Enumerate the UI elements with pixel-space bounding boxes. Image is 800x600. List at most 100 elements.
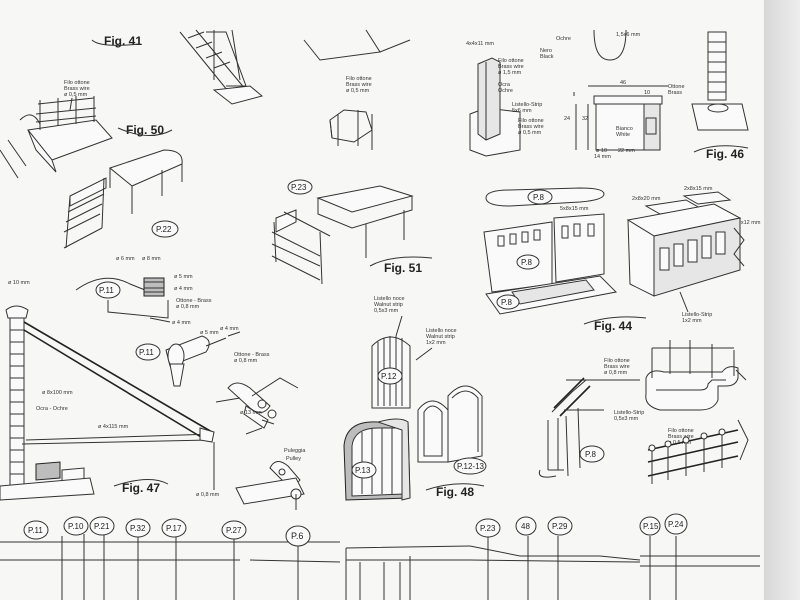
- fig46-ocra-1: Ocra: [498, 82, 511, 88]
- bottom-part-10-text: P.15: [643, 522, 659, 531]
- fig51-group: Filo ottone Brass wire ø 0,5 mm P.23 Fig…: [271, 29, 433, 285]
- bottom-parts-strip: P.11 P.10 P.21 P.32 P.17 P.27 P.6 P.23 4…: [0, 513, 760, 600]
- rail-strip-1: Listello-Strip: [614, 410, 644, 416]
- bottom-part-10: [639, 516, 661, 536]
- fig50-wire-2: Brass wire: [64, 86, 90, 92]
- fig47-dim-8: ø 8 mm: [142, 256, 161, 262]
- fig44-strip-1: Listello-Strip: [682, 312, 712, 318]
- callout-p22: [151, 220, 179, 238]
- bottom-part-4: [161, 518, 187, 538]
- fig46-strip-2: 5x6 mm: [512, 108, 532, 114]
- callout-p8-a: [527, 189, 553, 205]
- bottom-part-6-text: P.6: [291, 531, 303, 541]
- bottom-part-3: [125, 518, 151, 538]
- bottom-part-11: [664, 513, 688, 535]
- callout-p23: [287, 179, 313, 195]
- fig46-group: 4x4x11 mm Nero Black Ochre 1,5x6 mm Filo…: [466, 29, 749, 161]
- fig47-wheel: ø 13 mm: [240, 410, 262, 416]
- fig41-group: Fig. 41: [91, 29, 264, 105]
- fig48-group: Listello noce Walnut strip 0,5x3 mm List…: [343, 296, 487, 501]
- fig50-wire-1: Filo ottone: [64, 80, 90, 86]
- callout-p22-text: P.22: [156, 225, 172, 234]
- nero-1: Nero: [540, 48, 552, 54]
- callout-p12-text: P.12: [381, 372, 397, 381]
- page-edge: [764, 0, 800, 600]
- fig47-wire: ø 0,8 mm: [196, 492, 220, 498]
- fig44-dim-2: 2x8x20 mm: [632, 196, 661, 202]
- fig47-brass-1: Ottone - Brass: [176, 298, 212, 304]
- bottom-part-9-text: P.29: [552, 522, 568, 531]
- bottom-part-0: [23, 520, 49, 540]
- callout-p8-c: [496, 294, 520, 310]
- fig51-label: Fig. 51: [384, 261, 422, 275]
- fig46-dim-32: 32: [582, 116, 588, 122]
- bottom-part-7-text: P.23: [480, 524, 496, 533]
- fig50-wire-3: ø 0,5 mm: [64, 92, 88, 98]
- fig47-tube: ø 8x100 mm: [42, 390, 73, 396]
- fig48-strip2-1: Listello noce: [426, 328, 457, 334]
- fig46-white-1: Bianco: [616, 126, 633, 132]
- fig46-white-2: White: [616, 132, 630, 138]
- railing-group: Filo ottone Brass wire ø 0,8 mm P.8 List…: [538, 340, 749, 484]
- callout-p8-d-text: P.8: [585, 450, 597, 459]
- bottom-part-4-text: P.17: [166, 524, 182, 533]
- fig44-group: P.8 5x8x15 mm P.8 P.8 2x8x20 mm 2x8x15 m…: [483, 186, 761, 333]
- callout-p8-b: [516, 254, 540, 270]
- fig47-label: Fig. 47: [122, 481, 160, 495]
- callout-p11-b: [135, 343, 161, 361]
- fig48-strip1-1: Listello noce: [374, 296, 405, 302]
- rail-wire2-2: Brass wire: [668, 434, 694, 440]
- rail-wire2-1: Filo ottone: [668, 428, 694, 434]
- fig47-dim-4b: ø 4 mm: [172, 320, 191, 326]
- fig46-ocra-2: Ochre: [498, 88, 513, 94]
- fig47-dim-4a: ø 4 mm: [174, 286, 193, 292]
- fig46-dim-46: 46: [620, 80, 626, 86]
- fig47-brass-2: ø 0,8 mm: [176, 304, 200, 310]
- callout-p8-d: [579, 445, 605, 463]
- top-wire-3: ø 0,5 mm: [346, 88, 370, 94]
- dim-1-5x6: 1,5x6 mm: [616, 32, 641, 38]
- fig46-brass-2: Brass: [668, 90, 682, 96]
- fig46-strip-1: Listello-Strip: [512, 102, 542, 108]
- fig47-dim-10: ø 10 mm: [8, 280, 30, 286]
- callout-p11-a: [95, 281, 121, 299]
- callout-p8-c-text: P.8: [501, 298, 513, 307]
- fig50-group: Filo ottone Brass wire ø 0,5 mm Fig. 50 …: [0, 80, 183, 249]
- fig47-dim-4c: ø 4 mm: [220, 326, 239, 332]
- fig46-dim-o10: ø 10: [596, 148, 607, 154]
- fig47-ochre: Ocra - Ochre: [36, 406, 68, 412]
- fig47-group: ø 10 mm ø 8x100 mm Ocra - Ochre ø 4x115 …: [0, 256, 306, 510]
- fig46-dim-14: 14 mm: [594, 154, 611, 160]
- callout-p8-b-text: P.8: [521, 258, 533, 267]
- fig47-pole: ø 4x115 mm: [98, 424, 129, 430]
- bottom-part-7: [475, 518, 501, 538]
- callout-p12: [377, 367, 403, 385]
- bottom-part-3-text: P.32: [130, 524, 146, 533]
- dim-4x4: 4x4x11 mm: [466, 41, 494, 47]
- fig44-dim-4: 5x8x12 mm: [732, 220, 761, 226]
- callout-p12-13-text: P.12-13: [457, 462, 485, 471]
- rail-wire-1: Filo ottone: [604, 358, 630, 364]
- fig44-strip-2: 1x2 mm: [682, 318, 702, 324]
- bottom-part-2-text: P.21: [94, 522, 110, 531]
- bottom-part-9: [547, 516, 573, 536]
- fig46-brass-1: Ottone: [668, 84, 685, 90]
- callout-p8-a-text: P.8: [533, 193, 545, 202]
- fig44-dim-3: 2x8x15 mm: [684, 186, 713, 192]
- bottom-part-0-text: P.11: [28, 526, 43, 535]
- fig46-wire-1: Filo ottone: [498, 58, 524, 64]
- fig48-strip1-3: 0,5x3 mm: [374, 308, 399, 314]
- rail-wire-3: ø 0,8 mm: [604, 370, 628, 376]
- callout-p23-text: P.23: [291, 183, 307, 192]
- bottom-part-5: [221, 520, 247, 540]
- rail-wire-2: Brass wire: [604, 364, 630, 370]
- fig46-label: Fig. 46: [706, 147, 744, 161]
- bottom-part-2: [89, 516, 115, 536]
- fig44-label: Fig. 44: [594, 319, 632, 333]
- fig46-dim-22: 22 mm: [618, 148, 635, 154]
- bottom-part-1-text: P.10: [68, 522, 84, 531]
- callout-p13-text: P.13: [355, 466, 371, 475]
- fig47-brass2-1: Ottone - Brass: [234, 352, 270, 358]
